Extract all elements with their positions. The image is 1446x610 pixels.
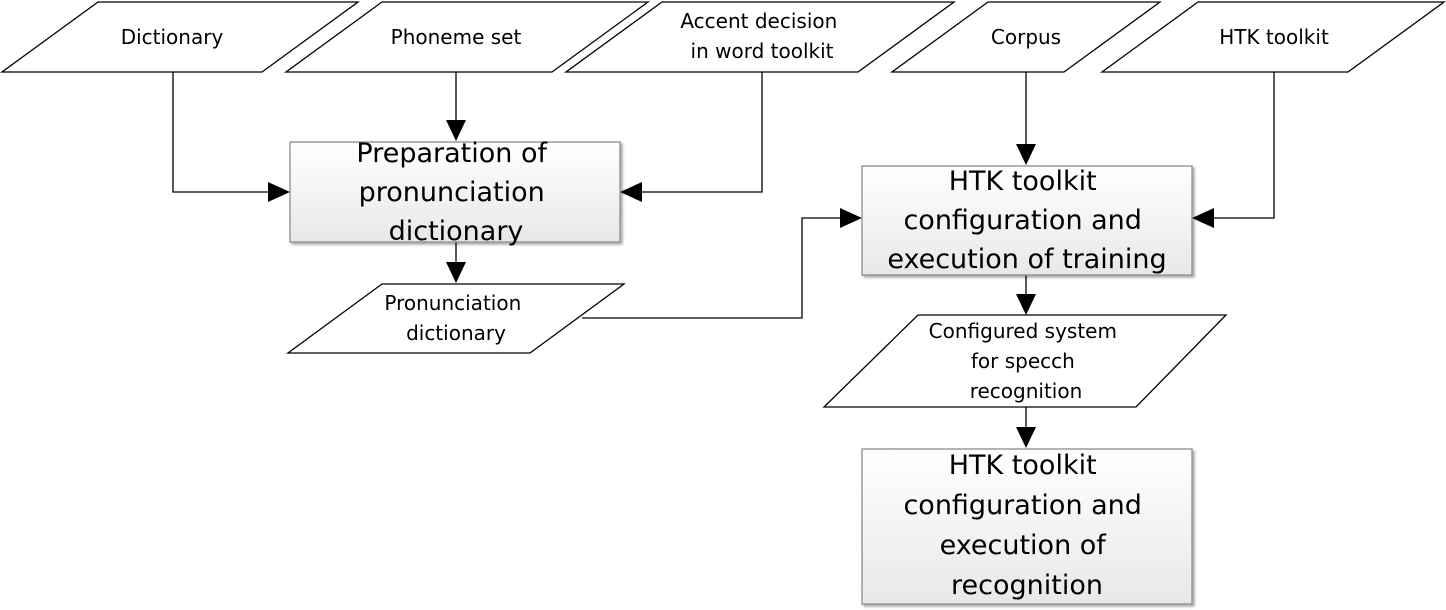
output-pronunciation-dictionary: Pronunciation dictionary xyxy=(286,283,626,354)
connector-htk-to-training xyxy=(1210,72,1275,219)
corpus-shape xyxy=(890,1,1162,73)
accent-decision-label: Accent decision in word toolkit xyxy=(680,9,843,63)
dictionary-label: Dictionary xyxy=(121,25,224,49)
dictionary-shape xyxy=(0,1,360,73)
connector-dictionary-to-preparation xyxy=(172,72,272,193)
process-preparation: Preparation of pronunciation dictionary xyxy=(289,138,621,247)
arrowhead-accent-to-preparation xyxy=(620,182,642,202)
connector-accent-to-preparation xyxy=(640,72,763,193)
input-accent-decision: Accent decision in word toolkit xyxy=(564,1,956,73)
phoneme-set-label: Phoneme set xyxy=(391,25,522,49)
input-htk-toolkit: HTK toolkit xyxy=(1100,1,1446,73)
input-corpus: Corpus xyxy=(890,1,1162,73)
pronunciation-dictionary-shape xyxy=(286,283,626,354)
corpus-label: Corpus xyxy=(991,25,1061,49)
pronunciation-dictionary-label: Pronunciation dictionary xyxy=(384,291,527,345)
recognition-box xyxy=(861,448,1193,605)
configured-system-shape xyxy=(822,314,1228,408)
process-recognition: HTK toolkit configuration and execution … xyxy=(861,448,1193,605)
connectors xyxy=(172,72,1275,448)
htk-toolkit-label: HTK toolkit xyxy=(1219,25,1329,49)
htk-toolkit-shape xyxy=(1100,1,1446,73)
accent-decision-shape xyxy=(564,1,956,73)
input-dictionary: Dictionary xyxy=(0,1,360,73)
arrowhead-preparation-to-pron-dict xyxy=(446,262,466,283)
arrowhead-pron-dict-to-training xyxy=(840,208,862,228)
arrowhead-configured-to-recognition xyxy=(1016,427,1036,448)
input-phoneme-set: Phoneme set xyxy=(284,1,650,73)
training-label: HTK toolkit configuration and execution … xyxy=(887,166,1166,275)
arrowhead-htk-to-training xyxy=(1192,208,1214,228)
preparation-label: Preparation of pronunciation dictionary xyxy=(356,138,555,247)
training-box xyxy=(861,165,1193,276)
preparation-box xyxy=(289,141,621,243)
output-configured-system: Configured system for specch recognition xyxy=(822,314,1228,408)
connector-pron-dict-to-training xyxy=(582,217,844,319)
configured-system-label: Configured system for specch recognition xyxy=(929,319,1124,403)
process-training: HTK toolkit configuration and execution … xyxy=(861,165,1193,276)
arrowhead-corpus-to-training xyxy=(1016,144,1036,165)
recognition-label: HTK toolkit configuration and execution … xyxy=(903,450,1150,601)
arrowhead-training-to-configured xyxy=(1016,294,1036,315)
arrowhead-dictionary-to-preparation xyxy=(268,182,290,202)
phoneme-set-shape xyxy=(284,1,650,73)
arrowhead-phoneme-to-preparation xyxy=(446,120,466,141)
